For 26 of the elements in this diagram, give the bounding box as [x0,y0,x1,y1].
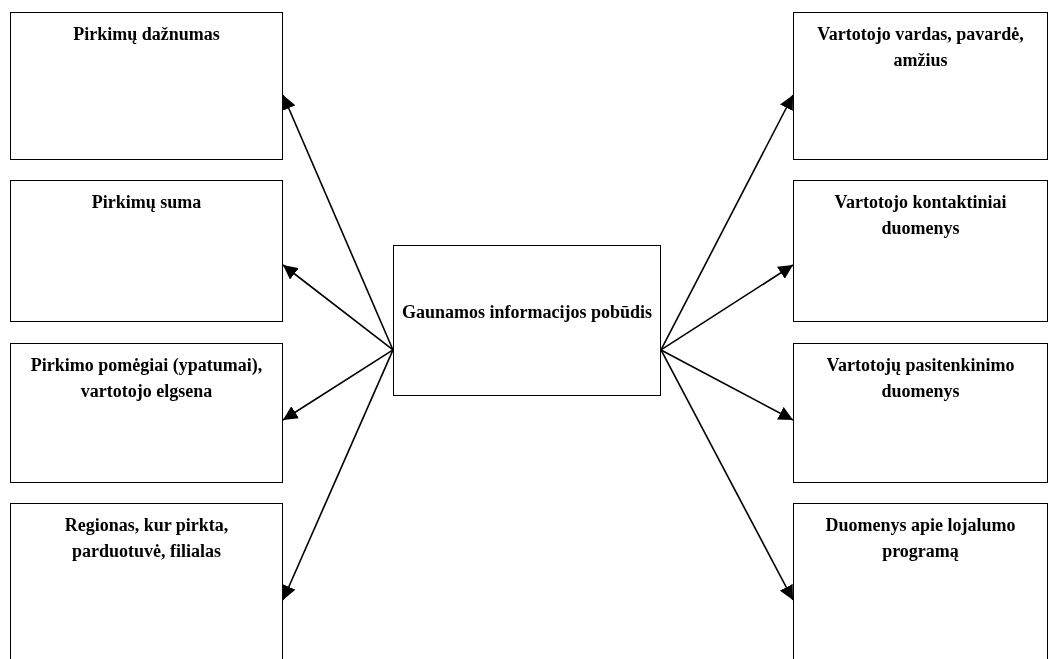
box-text: Regionas, kur pirkta, parduotuvė, filialas [63,514,230,564]
arrow [282,349,394,421]
arrow [660,349,794,601]
text-box [10,503,283,659]
text-box [793,343,1048,483]
arrow [660,94,794,351]
text-box [10,12,283,160]
box-text: Pirkimų dažnumas [72,23,221,46]
text-box [393,245,661,396]
box-text: Vartotojo kontaktiniai duomenys [833,191,1008,241]
box-text: Vartotojų pasitenkinimo duomenys [825,354,1016,404]
text-box [793,503,1048,659]
box-text: Vartotojo vardas, pavardė, amžius [816,23,1025,73]
arrow [660,264,794,351]
box-text: Gaunamos informacijos pobūdis [401,301,653,325]
box-text: Duomenys apie lojalumo programą [824,514,1017,564]
text-box [10,343,283,483]
arrow [282,349,394,601]
arrow [282,94,394,351]
text-box [10,180,283,322]
box-text: Pirkimo pomėgiai (ypatumai), vartotojo elgsena [29,354,264,404]
arrow [660,349,794,421]
text-box [793,12,1048,160]
arrow [282,264,394,351]
box-text: Pirkimų suma [90,191,203,214]
text-box [793,180,1048,322]
